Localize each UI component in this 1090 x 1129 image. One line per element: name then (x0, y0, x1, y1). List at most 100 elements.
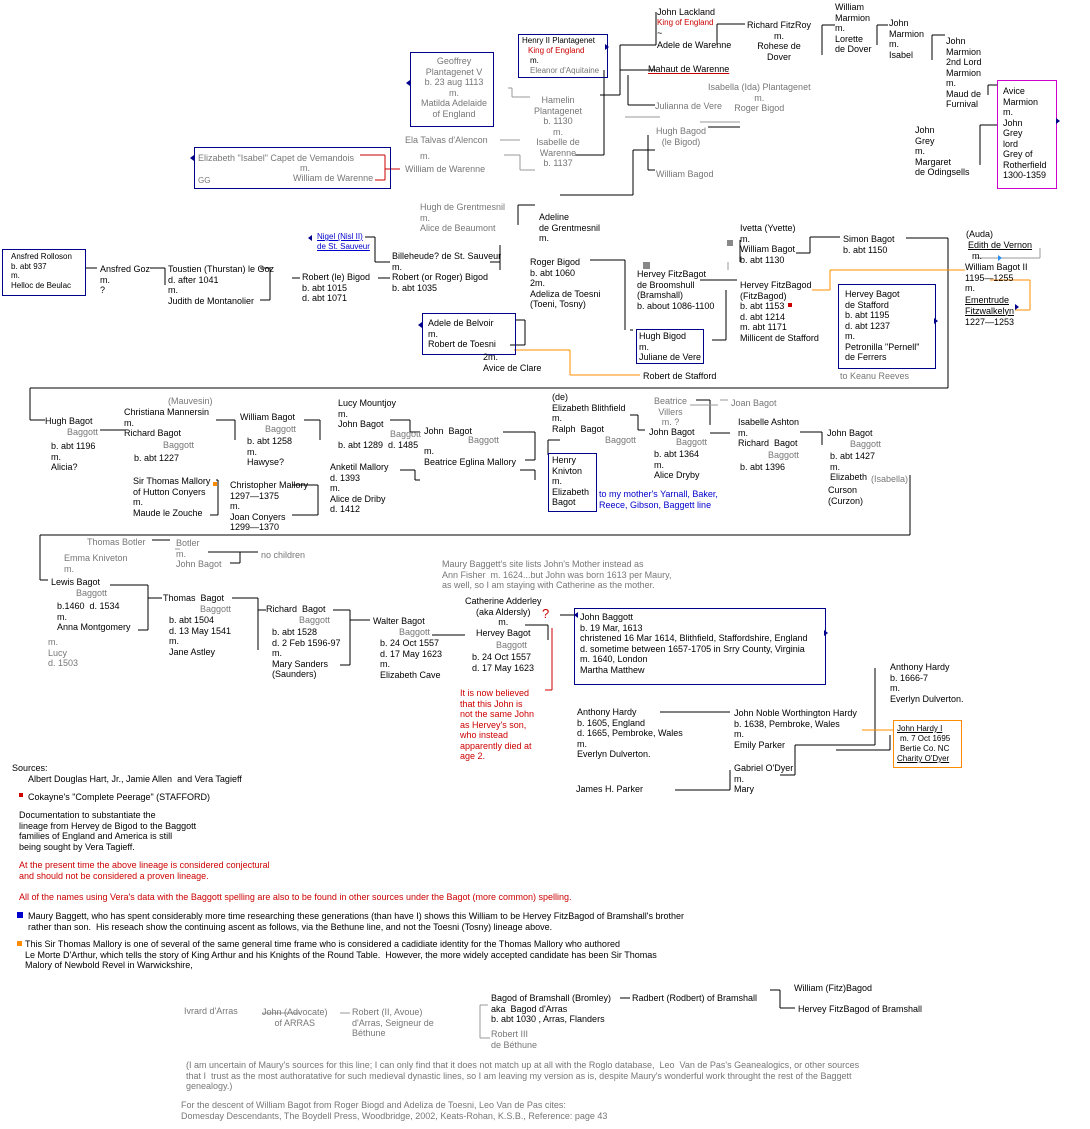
bagod-bramshall: Bagod of Bramshall (Bromley) aka Bagod d… (491, 993, 612, 1024)
john-hardy-rest: m. 7 Oct 1695 Bertie Co. NC (900, 734, 951, 753)
roger-bigod: Roger Bigod b. abt 1060 2m. Adeliza de T… (530, 257, 601, 309)
hervey-bagot-stafford: Hervey Bagot de Stafford b. abt 1195 d. … (845, 289, 920, 362)
lucy-rest: b. abt 1289 d. 1485 (338, 440, 419, 450)
ansfred-rolloson-box (2, 249, 86, 296)
john-marmion-2nd: John Marmion 2nd Lord Marmion m. Maud de… (946, 36, 982, 109)
uncertain: (I am uncertain of Maury's sources for t… (186, 1060, 860, 1091)
square-marker-icon (727, 240, 733, 246)
red-marker-icon (19, 793, 23, 797)
hugh-grentmesnil: Hugh de Grentmesnil m. Alice de Beaumont (420, 202, 506, 233)
eleanor: Eleanor d'Aquitaine (530, 66, 600, 75)
all-names: All of the names using Vera's data with … (19, 892, 572, 902)
jb1364-rest: b. abt 1364 m. Alice Dryby (654, 449, 700, 480)
henry2[interactable]: Henry II Plantagenet (522, 36, 595, 45)
mahaut: Mahaut de Warenne (648, 64, 730, 74)
john-grey: John Grey m. Margaret de Odingsells (915, 125, 970, 177)
nigel[interactable]: Nigel (Nisl II) de St. Sauveur (317, 232, 370, 251)
william-bagot-1258: William Bagot (240, 412, 296, 422)
arrow-icon[interactable] (418, 322, 422, 328)
arrow-icon[interactable] (934, 318, 938, 324)
john-lackland: John Lackland (657, 7, 716, 17)
ela-talvas: Ela Talvas d'Alencon (405, 135, 488, 145)
avice-marmion-box (997, 80, 1057, 189)
rb-rest: b. abt 1528 d. 2 Feb 1596-97 m. Mary San… (272, 627, 341, 679)
geoffrey-box (410, 52, 494, 127)
christiana: Christiana Mannersin m. Richard Bagot (124, 407, 210, 438)
isabelle-ashton: Isabelle Ashton m. Richard Bagot (738, 417, 800, 448)
arrow-icon[interactable] (406, 80, 410, 86)
jb1427-baggott: Baggott (850, 439, 882, 449)
orange-marker-icon (213, 482, 217, 486)
william-bagot-2: William Bagot II 1195—1255 m. (965, 262, 1028, 293)
henry-knivton: Henry Knivton m. Elizabeth Bagot (552, 455, 590, 507)
john-tilde: ~ (657, 28, 663, 38)
charity[interactable]: Charity O'Dyer (897, 754, 950, 763)
hugh-bigod-text: Hugh Bigod m. Juliane de Vere (639, 331, 702, 362)
william-fitzbagod: William (Fitz)Bagod (794, 983, 873, 993)
arrow-icon[interactable] (308, 235, 312, 241)
lucy-mountjoy: Lucy Mountjoy m. John Bagot (338, 398, 397, 429)
henry2-m: m. (530, 56, 539, 65)
lewis-rest: b.1460 d. 1534 m. Anna Montgomery (57, 601, 131, 632)
arrow-icon[interactable] (1056, 118, 1060, 124)
arrow-icon[interactable] (574, 612, 578, 618)
avice-marmion: Avice Marmion m. John Grey lord Grey of … (1003, 86, 1047, 180)
henry2-box (518, 34, 608, 78)
hervey-bagot-stafford-box (838, 284, 936, 369)
john-hardy[interactable]: John Hardy I (897, 724, 943, 733)
isabella-ida: Isabella (Ida) Plantagenet m. Roger Bigo… (708, 82, 811, 113)
william-bagod: William Bagod (656, 169, 714, 179)
toustien: Toustien (Thurstan) le Goz d. after 1041… (168, 264, 275, 306)
hervey-fitzbagot: Hervey FitzBagot de Broomshull (Bramshal… (637, 269, 715, 311)
wb2-m: m. (972, 251, 982, 261)
hugh-bagot: Hugh Bagot (45, 416, 93, 426)
geoffrey: Geoffrey Plantagenet V b. 23 aug 1113 m.… (421, 56, 488, 119)
anketil: Anketil Mallory d. 1393 m. Alice de Drib… (330, 462, 389, 514)
adele-belvoir: Adele de Belvoir m. Robert de Toesni (428, 318, 496, 349)
john-advocate: John (Advocate) of ARRAS (262, 1007, 328, 1028)
john-noble: John Noble Worthington Hardy b. 1638, Pe… (734, 708, 857, 750)
ansfred-goz: Ansfred Goz m. ? (100, 264, 151, 295)
arrow-icon[interactable] (1015, 304, 1019, 310)
conjectural: At the present time the above lineage is… (19, 860, 270, 881)
to-mothers[interactable]: to my mother's Yarnall, Baker, Reece, Gi… (599, 489, 718, 510)
henry-knivton-box (548, 453, 597, 512)
orange-marker-icon (17, 941, 22, 946)
arrow-icon[interactable] (190, 155, 194, 161)
christiana-rest: b. abt 1227 (134, 453, 180, 463)
no-children: no children (261, 550, 306, 560)
elizabeth-box (194, 147, 391, 189)
emma-kniveton: Emma Kniveton m. (64, 553, 128, 574)
2m-avice: 2m. Avice de Clare (483, 352, 542, 373)
cokayne: Cokayne's "Complete Peerage" (STAFFORD) (28, 792, 210, 802)
ementrude[interactable]: Ementrude Fitzwalkelyn (965, 295, 1015, 316)
hugh-bagot-rest: b. abt 1196 m. Alicia? (51, 441, 96, 472)
jb1427-curson: Curson (Curzon) (828, 485, 864, 506)
tb-baggott: Baggott (200, 604, 232, 614)
lewis-baggott: Baggott (76, 588, 108, 598)
sources-title: Sources: (12, 763, 48, 773)
ementrude-years: 1227—1253 (965, 317, 1015, 327)
adele-belvoir-box (422, 313, 516, 355)
ansfred-rolloson: Ansfred Rolloson b. abt 937 m. Helloc de… (11, 252, 72, 290)
walter-bagot: Walter Bagot (373, 616, 425, 626)
gabriel: Gabriel O'Dyer m. Mary (734, 763, 794, 794)
jb1427-rest: b. abt 1427 m. Elizabeth (830, 451, 876, 482)
robert-iii: Robert III de Béthune (491, 1029, 538, 1050)
to-keanu[interactable]: to Keanu Reeves (840, 371, 910, 381)
documentation: Documentation to substantiate the lineag… (19, 810, 197, 852)
arrow-icon[interactable] (605, 44, 609, 50)
ivrard: Ivrard d'Arras (184, 1006, 238, 1016)
john-bagot-1427: John Bagot (827, 428, 873, 438)
arrow-icon[interactable] (998, 255, 1002, 261)
john-marmion-isabel: John Marmion m. Isabel (889, 18, 925, 60)
arrow-icon[interactable] (824, 630, 828, 636)
lewis-lucy: m. Lucy d. 1503 (48, 637, 79, 668)
edith-vernon[interactable]: Edith de Vernon (968, 240, 1033, 250)
richard-bagot-1528: Richard Bagot (266, 604, 326, 614)
anthony-hardy-2: Anthony Hardy b. 1605, England d. 1665, … (577, 707, 683, 759)
hugh-baggott: Baggott (67, 427, 99, 437)
botler: Botler m. John Bagot (176, 538, 222, 569)
joan-bagot: Joan Bagot (731, 398, 777, 408)
